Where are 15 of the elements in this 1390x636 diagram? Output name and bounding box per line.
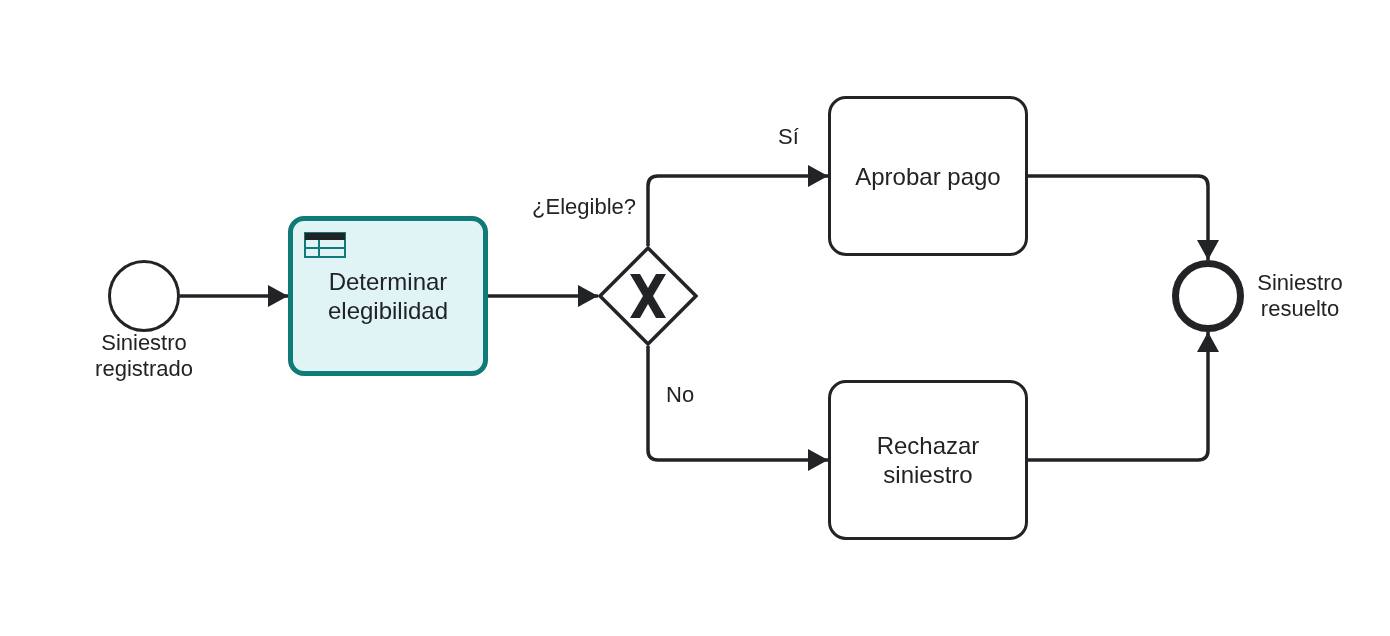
gateway-label: ¿Elegible? bbox=[532, 194, 636, 220]
flow-arrow bbox=[1028, 174, 1219, 260]
highlighted-task-box bbox=[288, 216, 488, 376]
task-box bbox=[828, 96, 1028, 256]
event-label: Siniestro registrado bbox=[94, 330, 194, 382]
task-label: Aprobar pago bbox=[855, 161, 1001, 191]
task-label: Determinar elegibilidad bbox=[326, 267, 450, 325]
task-box bbox=[828, 380, 1028, 540]
task-label: Rechazar siniestro bbox=[875, 431, 981, 489]
event-label: Siniestro resuelto bbox=[1256, 270, 1344, 322]
flow-arrow bbox=[180, 285, 288, 307]
flow-arrow bbox=[488, 285, 598, 307]
flow-arrow bbox=[646, 165, 828, 246]
flow-arrow bbox=[1028, 332, 1219, 462]
flow-arrow bbox=[646, 346, 828, 471]
